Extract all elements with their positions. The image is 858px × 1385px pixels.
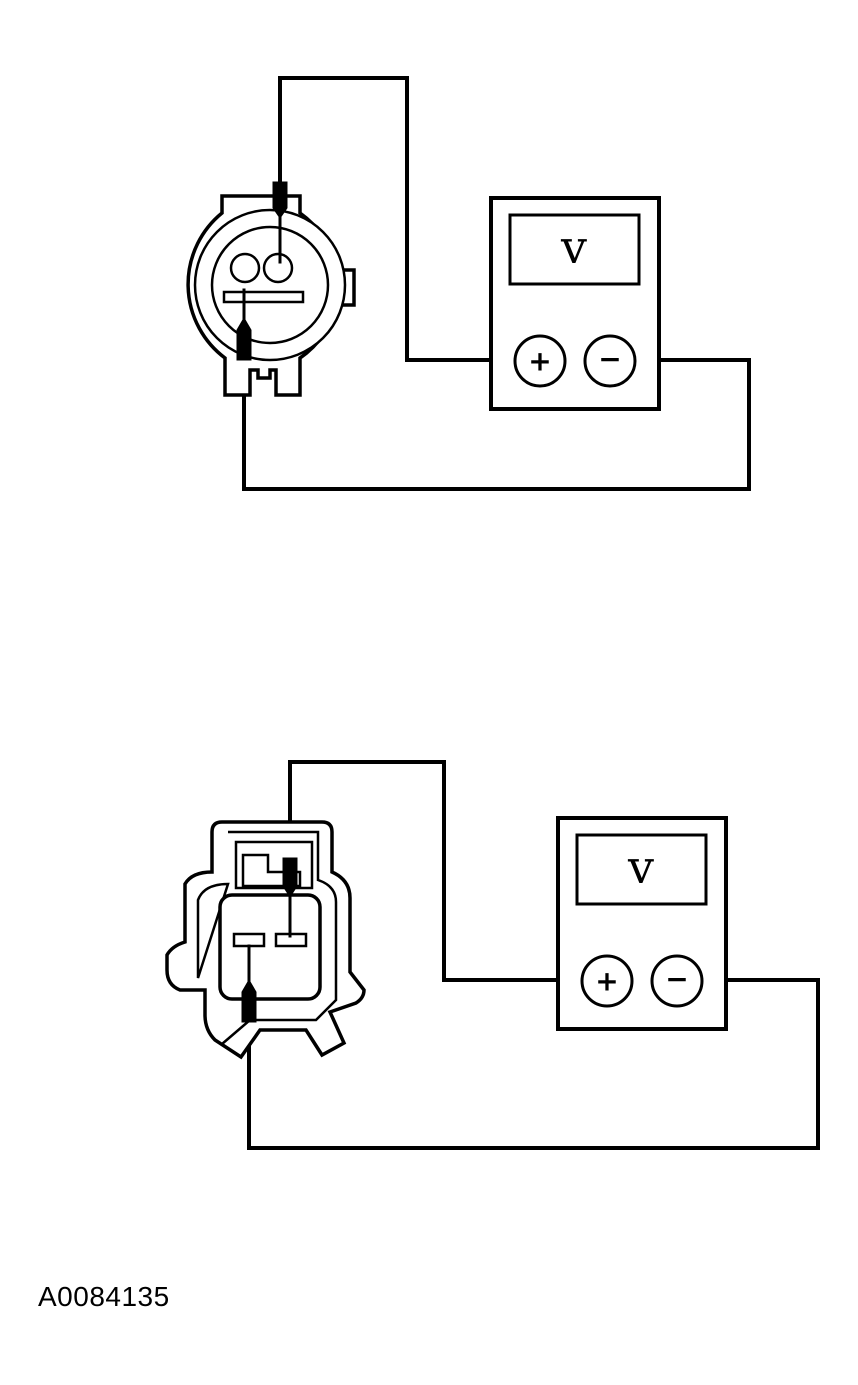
terminal-slot-left bbox=[232, 932, 266, 948]
top-voltmeter: v + − bbox=[489, 196, 661, 411]
figure-id-label: A0084135 bbox=[38, 1281, 170, 1312]
bottom-positive-lead-wire bbox=[288, 760, 583, 982]
negative-terminal-label: − bbox=[665, 963, 688, 996]
voltmeter-display-symbol: v bbox=[560, 220, 587, 274]
voltmeter-display bbox=[508, 213, 641, 286]
voltmeter-display bbox=[575, 833, 708, 906]
top-positive-probe bbox=[272, 181, 288, 264]
positive-terminal bbox=[513, 334, 567, 388]
top-negative-lead-wire bbox=[242, 358, 751, 491]
connector-slot bbox=[222, 290, 305, 304]
negative-terminal-label: − bbox=[598, 343, 621, 376]
bottom-voltage-test: v + − bbox=[165, 760, 820, 1150]
voltmeter-display-symbol: v bbox=[627, 840, 654, 894]
connector-face bbox=[218, 893, 322, 1001]
round-connector bbox=[186, 194, 356, 397]
top-voltage-test: v + − bbox=[186, 76, 751, 491]
pin-left bbox=[229, 252, 261, 284]
bottom-positive-probe bbox=[282, 857, 298, 938]
bottom-negative-probe bbox=[241, 944, 257, 1023]
bottom-negative-lead-wire bbox=[247, 978, 820, 1150]
positive-terminal-label: + bbox=[528, 345, 551, 378]
positive-terminal-label: + bbox=[595, 965, 618, 998]
negative-terminal bbox=[650, 954, 704, 1008]
pin-right bbox=[262, 252, 294, 284]
negative-terminal bbox=[583, 334, 637, 388]
positive-terminal bbox=[580, 954, 634, 1008]
bottom-voltmeter: v + − bbox=[556, 816, 728, 1031]
top-positive-lead-wire bbox=[278, 76, 516, 362]
top-negative-probe bbox=[236, 288, 252, 361]
round-connector-face bbox=[210, 225, 330, 345]
rectangular-connector bbox=[165, 820, 366, 1060]
